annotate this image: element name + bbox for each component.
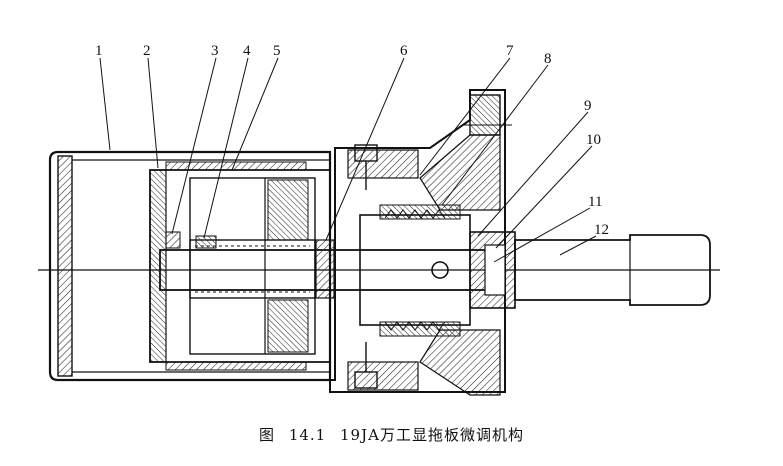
drum-top — [165, 161, 307, 171]
callout-6: 6 — [400, 43, 408, 59]
mounting-boss — [469, 94, 501, 136]
figure-caption: 图 14.1 19JA万工显拖板微调机构 — [0, 424, 783, 445]
callouts: 1 2 3 4 5 6 7 8 9 10 11 12 — [95, 43, 609, 238]
drum-bottom — [165, 361, 307, 371]
caption-number: 14.1 — [288, 426, 327, 444]
callout-2: 2 — [143, 43, 151, 59]
knob-cover — [48, 150, 332, 382]
shaft-gear — [189, 239, 316, 299]
callout-4: 4 — [243, 43, 251, 59]
drum-wall-left — [149, 169, 167, 363]
callout-9: 9 — [584, 98, 592, 114]
washer — [315, 239, 335, 299]
callout-11: 11 — [588, 194, 602, 210]
caption-title: 19JA万工显拖板微调机构 — [340, 426, 524, 444]
callout-10: 10 — [586, 132, 601, 148]
callout-1: 1 — [95, 43, 103, 59]
callout-3: 3 — [211, 43, 219, 59]
flange-bottom-hatch — [347, 361, 419, 391]
leader-lines — [99, 57, 597, 263]
knob-cover-rim — [57, 155, 73, 377]
callout-12: 12 — [594, 222, 609, 238]
spring — [384, 209, 446, 219]
callout-7: 7 — [506, 43, 514, 59]
callout-5: 5 — [273, 43, 281, 59]
flange-top-hatch — [347, 149, 419, 179]
callout-8: 8 — [544, 51, 552, 67]
output-shaft — [514, 234, 711, 306]
caption-prefix: 图 — [259, 426, 276, 444]
key-part — [165, 231, 181, 249]
collar — [195, 235, 217, 249]
ball — [431, 261, 449, 279]
drawing-body — [38, 89, 720, 396]
